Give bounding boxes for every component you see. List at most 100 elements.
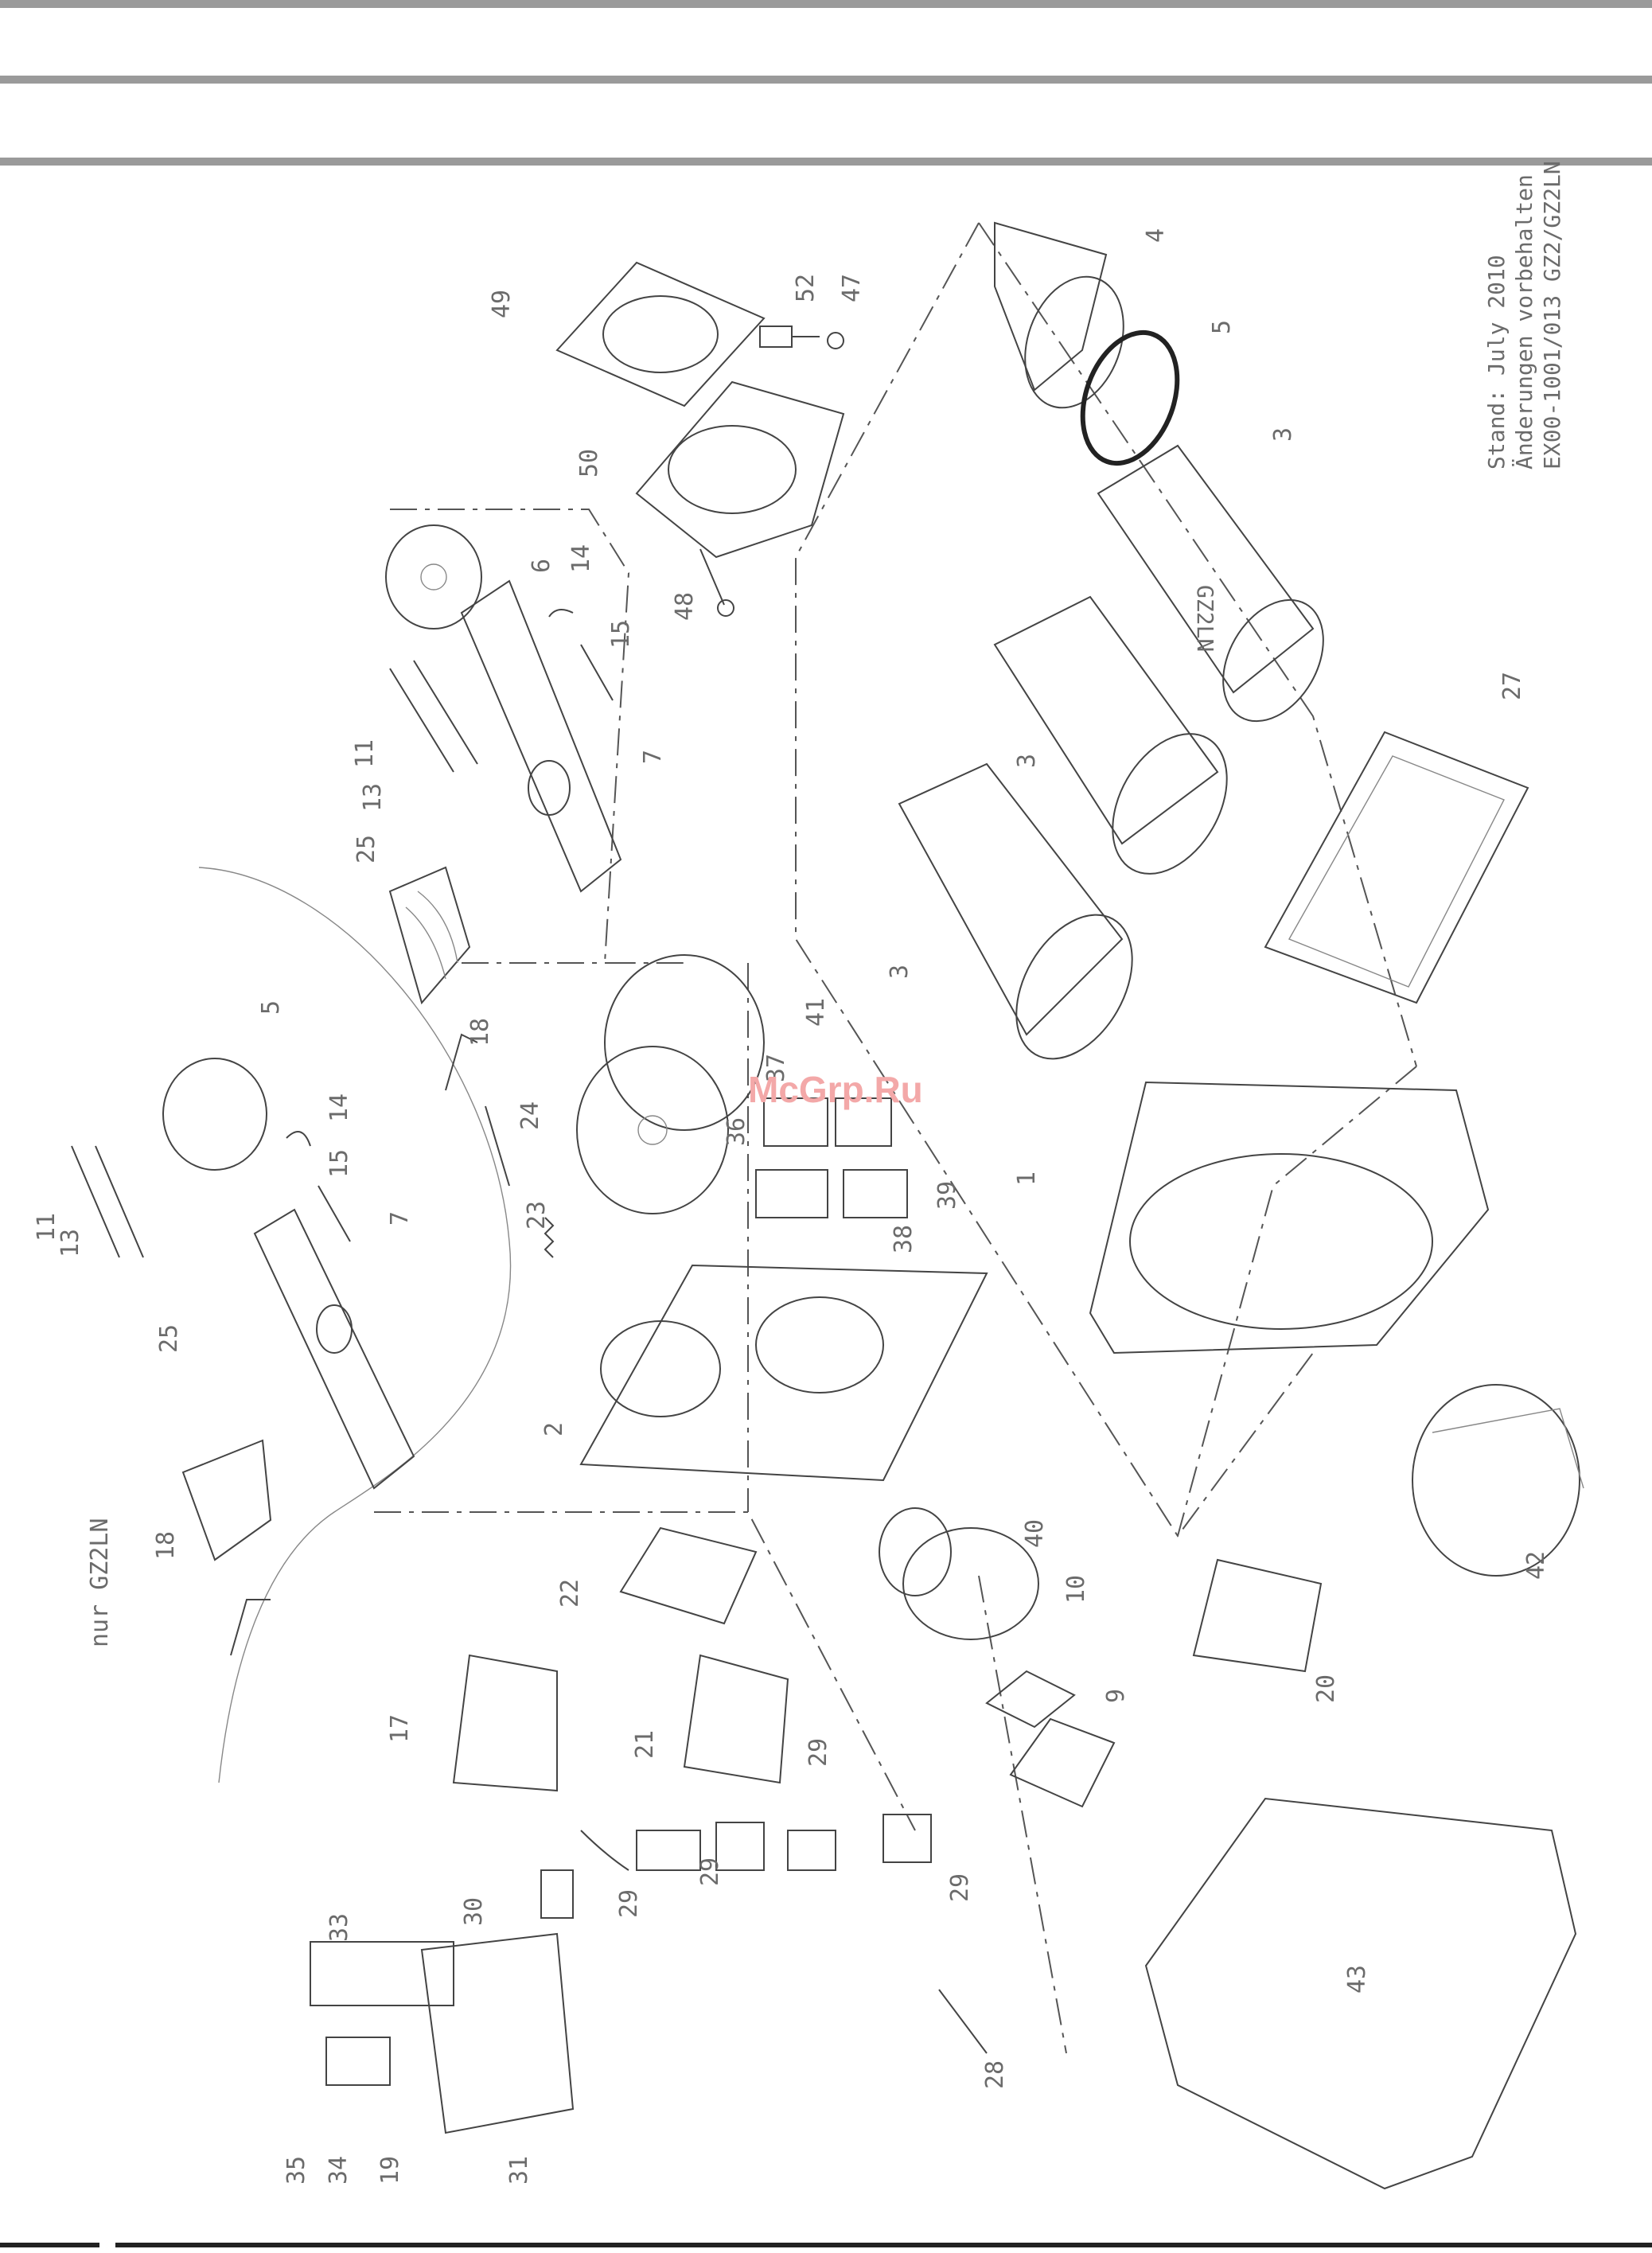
part-22-bracket: [621, 1528, 756, 1623]
part-20-terminal-block: [1194, 1560, 1321, 1671]
part-3-tube-lower: [899, 764, 1156, 1079]
part-29-fittings: [541, 1814, 931, 1918]
part-6-swirl-disc: [386, 525, 481, 629]
part-label: 18: [152, 1531, 180, 1560]
part-label: 43: [1343, 1965, 1371, 1994]
part-5-seal-ring: [1066, 319, 1194, 476]
part-label: 11: [351, 739, 379, 768]
part-label: 5: [1208, 320, 1236, 334]
part-label: 25: [353, 835, 380, 863]
variant-boundary-curve: [199, 867, 511, 1783]
part-1-housing: [1090, 1082, 1488, 1353]
part-3-tube-upper: [1098, 446, 1344, 739]
part-label: 3: [1269, 427, 1297, 442]
part-label: 15: [325, 1149, 353, 1178]
part-18-elbow-lower: [231, 1600, 271, 1655]
part-label: 29: [946, 1873, 974, 1902]
part-5-ring-lower: [163, 1058, 267, 1170]
part-42-dial: [1412, 1385, 1584, 1576]
part-label: 5: [257, 1000, 285, 1015]
variant-note: nur GZ2LN: [86, 1518, 114, 1647]
revision-line-3: EX00-1001/013 GZ2/GZ2LN: [1539, 161, 1565, 470]
part-27-frame: [1265, 732, 1528, 1003]
part-label: 9: [1102, 1689, 1130, 1703]
part-15-pin-lower: [318, 1186, 350, 1241]
part-label: 2: [540, 1422, 568, 1436]
part-label: 36: [723, 1117, 750, 1146]
part-label: 29: [615, 1889, 643, 1918]
part-label: 13: [359, 783, 387, 812]
part-label: 7: [386, 1211, 414, 1226]
part-25-baffle-upper: [390, 867, 469, 1003]
part-label: 22: [556, 1579, 584, 1608]
part-label: 24: [516, 1101, 544, 1130]
part-label: 18: [466, 1018, 494, 1047]
part-label: 42: [1522, 1551, 1550, 1580]
part-label: 3: [1013, 754, 1041, 768]
part-40-motor: [879, 1508, 1038, 1639]
part-label: 21: [631, 1730, 659, 1759]
part-label: 6: [528, 559, 555, 573]
part-21-box: [684, 1655, 788, 1783]
part-label: 15: [607, 620, 635, 649]
part-label: 52: [792, 274, 820, 302]
part-label: 40: [1021, 1519, 1049, 1548]
part-label: 29: [696, 1857, 724, 1886]
part-41-fan-wheel: [577, 955, 764, 1214]
part-50-front-plate: [637, 382, 844, 557]
part-label: 17: [386, 1714, 414, 1743]
part-label: 3: [886, 965, 914, 979]
footer-rule-right: [115, 2243, 1652, 2247]
part-label: 19: [376, 2156, 404, 2185]
revision-line-2: Änderungen vorbehalten: [1511, 174, 1537, 470]
part-label: 4: [1142, 228, 1170, 243]
part-label: 14: [325, 1093, 353, 1122]
part-47-nut: [828, 333, 844, 349]
part-7-mixing-tube-upper: [462, 581, 621, 891]
part-label: 23: [523, 1201, 551, 1230]
part-11-13-electrodes-upper: [390, 661, 477, 772]
part-label: 30: [460, 1897, 488, 1926]
gas-valve-assembly: [310, 1934, 573, 2133]
revision-line-1: Stand: July 2010: [1483, 255, 1510, 470]
part-label: 31: [505, 2156, 533, 2185]
assembly-guide-lines: [374, 223, 1416, 2053]
part-label-group: 49 52 47 4 5 3 50 48 6 14 15 7 11 13 3 3…: [33, 228, 1550, 2185]
part-52-screw: [760, 326, 820, 347]
footer-rule-left: [0, 2243, 99, 2247]
part-label: 33: [325, 1913, 353, 1942]
part-label: 39: [933, 1181, 961, 1210]
part-15-pin-upper: [581, 645, 613, 700]
part-label: 41: [802, 998, 830, 1027]
part-36-37-38-39-connectors: [756, 1098, 907, 1218]
part-label: 25: [155, 1324, 183, 1353]
part-14-cable-upper: [549, 610, 573, 617]
part-9-capacitor: [1011, 1719, 1114, 1807]
part-label: 28: [981, 2060, 1009, 2089]
part-label: 34: [325, 2156, 353, 2185]
part-14-cable-lower: [286, 1132, 310, 1146]
part-48-screw: [700, 549, 734, 616]
revision-block: Stand: July 2010 Änderungen vorbehalten …: [1483, 161, 1565, 470]
tube-model-marking: GZ2LN: [1192, 585, 1218, 652]
watermark: McGrp.Ru: [748, 1069, 923, 1110]
part-label: 29: [805, 1738, 832, 1767]
part-label: 7: [639, 750, 667, 764]
part-label: 13: [56, 1229, 84, 1257]
part-label: 47: [838, 274, 866, 302]
part-17-box: [454, 1655, 557, 1791]
part-label: 38: [890, 1225, 918, 1253]
part-label: 1: [1013, 1171, 1041, 1186]
part-label: 48: [671, 592, 699, 621]
part-2-base-plate: [581, 1265, 987, 1480]
part-label: 35: [282, 2156, 310, 2185]
part-label: 14: [567, 544, 595, 573]
part-10-plate: [987, 1671, 1074, 1727]
part-7-mixing-tube-lower: [255, 1210, 414, 1488]
part-label: 10: [1062, 1575, 1090, 1604]
part-28-screw: [939, 1990, 987, 2053]
part-label: 20: [1312, 1674, 1340, 1703]
part-49-flange: [557, 263, 764, 406]
part-4-flame-tube: [995, 223, 1141, 422]
